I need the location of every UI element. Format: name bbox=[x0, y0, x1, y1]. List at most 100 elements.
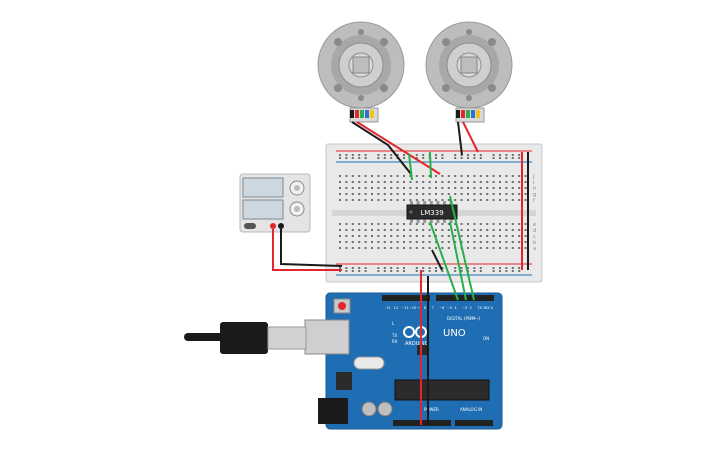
breadboard-hole[interactable] bbox=[511, 199, 514, 201]
rail-hole[interactable] bbox=[511, 154, 514, 156]
breadboard-hole[interactable] bbox=[499, 187, 501, 189]
breadboard-hole[interactable] bbox=[467, 181, 469, 183]
breadboard-hole[interactable] bbox=[518, 193, 521, 195]
breadboard-hole[interactable] bbox=[511, 223, 514, 225]
breadboard-hole[interactable] bbox=[396, 181, 399, 183]
rail-hole[interactable] bbox=[518, 267, 521, 269]
breadboard-hole[interactable] bbox=[428, 199, 431, 201]
breadboard-hole[interactable] bbox=[447, 187, 450, 189]
breadboard-hole[interactable] bbox=[505, 223, 508, 225]
breadboard-hole[interactable] bbox=[524, 235, 527, 237]
breadboard-hole[interactable] bbox=[518, 175, 521, 177]
breadboard-hole[interactable] bbox=[390, 193, 393, 195]
rail-hole[interactable] bbox=[460, 157, 463, 159]
breadboard-hole[interactable] bbox=[345, 235, 348, 237]
breadboard-hole[interactable] bbox=[486, 223, 489, 225]
rail-hole[interactable] bbox=[467, 154, 469, 156]
rail-hole[interactable] bbox=[415, 157, 418, 159]
breadboard-hole[interactable] bbox=[371, 241, 373, 243]
arduino-uno[interactable]: ARDUINO UNO DIGITAL (PWM~) POWER ANALOG … bbox=[304, 292, 503, 430]
rail-hole[interactable] bbox=[460, 267, 463, 269]
breadboard-hole[interactable] bbox=[364, 223, 367, 225]
breadboard-hole[interactable] bbox=[351, 229, 354, 231]
rail-hole[interactable] bbox=[505, 154, 508, 156]
breadboard-hole[interactable] bbox=[435, 223, 437, 225]
breadboard-hole[interactable] bbox=[390, 235, 393, 237]
breadboard-hole[interactable] bbox=[473, 241, 476, 243]
breadboard-hole[interactable] bbox=[454, 181, 457, 183]
breadboard-hole[interactable] bbox=[364, 241, 367, 243]
breadboard-hole[interactable] bbox=[441, 223, 444, 225]
rail-hole[interactable] bbox=[364, 270, 367, 272]
breadboard-hole[interactable] bbox=[499, 247, 501, 249]
breadboard-hole[interactable] bbox=[403, 193, 405, 195]
breadboard-hole[interactable] bbox=[371, 187, 373, 189]
breadboard-hole[interactable] bbox=[486, 175, 489, 177]
breadboard-hole[interactable] bbox=[479, 181, 482, 183]
rail-hole[interactable] bbox=[473, 154, 476, 156]
breadboard-hole[interactable] bbox=[396, 247, 399, 249]
breadboard-hole[interactable] bbox=[377, 229, 380, 231]
breadboard-hole[interactable] bbox=[467, 193, 469, 195]
breadboard-hole[interactable] bbox=[441, 247, 444, 249]
breadboard-hole[interactable] bbox=[364, 247, 367, 249]
breadboard-hole[interactable] bbox=[422, 229, 425, 231]
breadboard-hole[interactable] bbox=[441, 187, 444, 189]
breadboard-hole[interactable] bbox=[345, 187, 348, 189]
breadboard-hole[interactable] bbox=[518, 241, 521, 243]
rail-hole[interactable] bbox=[441, 270, 444, 272]
breadboard-hole[interactable] bbox=[390, 229, 393, 231]
rail-hole[interactable] bbox=[403, 267, 405, 269]
breadboard-hole[interactable] bbox=[428, 187, 431, 189]
breadboard-hole[interactable] bbox=[441, 175, 444, 177]
rail-hole[interactable] bbox=[492, 154, 495, 156]
breadboard-hole[interactable] bbox=[441, 193, 444, 195]
breadboard-hole[interactable] bbox=[428, 181, 431, 183]
breadboard-hole[interactable] bbox=[390, 175, 393, 177]
breadboard-hole[interactable] bbox=[518, 235, 521, 237]
breadboard-hole[interactable] bbox=[518, 187, 521, 189]
breadboard-hole[interactable] bbox=[377, 187, 380, 189]
breadboard-hole[interactable] bbox=[479, 235, 482, 237]
breadboard-hole[interactable] bbox=[415, 247, 418, 249]
breadboard-hole[interactable] bbox=[435, 199, 437, 201]
rail-hole[interactable] bbox=[492, 267, 495, 269]
breadboard-hole[interactable] bbox=[383, 187, 386, 189]
rail-hole[interactable] bbox=[415, 267, 418, 269]
negative-terminal[interactable] bbox=[278, 223, 284, 229]
rail-hole[interactable] bbox=[358, 157, 361, 159]
breadboard-hole[interactable] bbox=[454, 187, 457, 189]
breadboard-hole[interactable] bbox=[473, 175, 476, 177]
breadboard-hole[interactable] bbox=[351, 235, 354, 237]
breadboard-hole[interactable] bbox=[364, 235, 367, 237]
breadboard-hole[interactable] bbox=[422, 175, 425, 177]
rail-hole[interactable] bbox=[499, 154, 501, 156]
breadboard-hole[interactable] bbox=[479, 187, 482, 189]
breadboard-hole[interactable] bbox=[499, 229, 501, 231]
breadboard-hole[interactable] bbox=[486, 241, 489, 243]
rail-hole[interactable] bbox=[435, 270, 437, 272]
breadboard-hole[interactable] bbox=[479, 247, 482, 249]
rail-hole[interactable] bbox=[345, 154, 348, 156]
breadboard-hole[interactable] bbox=[396, 241, 399, 243]
rail-hole[interactable] bbox=[454, 157, 457, 159]
rail-hole[interactable] bbox=[351, 154, 354, 156]
breadboard-hole[interactable] bbox=[396, 199, 399, 201]
breadboard-hole[interactable] bbox=[486, 187, 489, 189]
breadboard-hole[interactable] bbox=[403, 241, 405, 243]
rail-hole[interactable] bbox=[460, 270, 463, 272]
breadboard-hole[interactable] bbox=[422, 193, 425, 195]
breadboard-hole[interactable] bbox=[390, 241, 393, 243]
rail-hole[interactable] bbox=[396, 270, 399, 272]
breadboard-hole[interactable] bbox=[454, 229, 457, 231]
breadboard-hole[interactable] bbox=[345, 247, 348, 249]
breadboard-hole[interactable] bbox=[435, 193, 437, 195]
breadboard-hole[interactable] bbox=[499, 241, 501, 243]
breadboard-hole[interactable] bbox=[415, 187, 418, 189]
power-supply[interactable] bbox=[239, 173, 311, 233]
breadboard-hole[interactable] bbox=[492, 187, 495, 189]
breadboard-hole[interactable] bbox=[364, 199, 367, 201]
breadboard-hole[interactable] bbox=[473, 223, 476, 225]
breadboard-hole[interactable] bbox=[460, 181, 463, 183]
